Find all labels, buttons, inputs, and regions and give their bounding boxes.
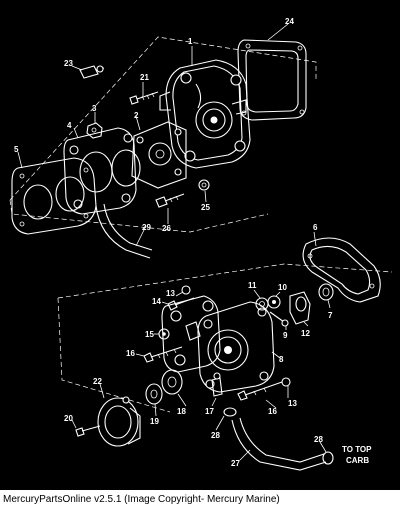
label-part-10: 10 <box>278 283 287 292</box>
label-part-4: 4 <box>67 121 72 130</box>
ring-19 <box>145 383 163 405</box>
clamp-28-right <box>322 451 334 465</box>
fuel-pump-body-1 <box>159 59 251 169</box>
pump-housing-block <box>161 295 221 373</box>
label-part-2: 2 <box>134 111 139 120</box>
cover-22 <box>97 396 141 447</box>
label-part-17: 17 <box>205 407 214 416</box>
note-to-top-carb-line2: CARB <box>346 456 369 465</box>
label-part-5: 5 <box>14 145 19 154</box>
label-part-25: 25 <box>201 203 210 212</box>
label-part-3: 3 <box>92 104 97 113</box>
fuel-pump-lower-body-8 <box>197 301 275 393</box>
valve-body-4 <box>63 127 141 215</box>
washer-13-right <box>281 377 291 387</box>
label-part-29: 29 <box>142 223 151 232</box>
clamp-28-left <box>223 407 237 417</box>
exploded-parts-diagram: 1 2 3 4 5 6 7 8 9 10 11 12 13 13 14 15 1… <box>9 17 393 471</box>
fitting-23 <box>79 65 105 79</box>
label-part-28-left: 28 <box>211 431 220 440</box>
label-part-1: 1 <box>188 37 193 46</box>
diaphragm-plate-2 <box>131 121 187 189</box>
label-part-18: 18 <box>177 407 186 416</box>
label-part-23: 23 <box>64 59 73 68</box>
label-part-20: 20 <box>64 414 73 423</box>
label-part-9: 9 <box>283 331 288 340</box>
hose-29 <box>95 203 153 259</box>
label-part-21: 21 <box>140 73 149 82</box>
nut-15 <box>158 328 170 340</box>
hose-27 <box>231 417 327 471</box>
upper-assembly <box>9 23 317 259</box>
label-part-16-left: 16 <box>126 349 135 358</box>
label-part-22: 22 <box>93 377 102 386</box>
label-part-6: 6 <box>313 223 318 232</box>
label-part-13-upper: 13 <box>166 289 175 298</box>
cap-fitting-12 <box>289 291 311 325</box>
part-labels: 1 2 3 4 5 6 7 8 9 10 11 12 13 13 14 15 1… <box>14 17 372 468</box>
nut-10 <box>267 295 281 309</box>
screw-20 <box>75 425 101 437</box>
label-part-16-right: 16 <box>268 407 277 416</box>
screw-14 <box>167 297 195 311</box>
image-copyright-caption: MercuryPartsOnline v2.5.1 (Image Copyrig… <box>0 490 400 509</box>
cover-gasket-24 <box>237 39 307 121</box>
screw-26 <box>155 193 185 208</box>
fitting-17 <box>211 372 223 397</box>
label-part-14: 14 <box>152 297 161 306</box>
valve-gasket-5 <box>11 157 97 235</box>
label-part-28-right: 28 <box>314 435 323 444</box>
lock-washer-25 <box>198 179 210 191</box>
label-part-26: 26 <box>162 224 171 233</box>
screw-21 <box>129 91 159 105</box>
label-part-24: 24 <box>285 17 294 26</box>
label-part-11: 11 <box>248 281 257 290</box>
label-part-27: 27 <box>231 459 240 468</box>
gasket-6 <box>302 237 381 303</box>
label-part-12: 12 <box>301 329 310 338</box>
nut-3 <box>86 120 103 139</box>
label-part-19: 19 <box>150 417 159 426</box>
long-screw-16-right <box>237 381 283 401</box>
screw-9 <box>269 311 289 327</box>
label-part-15: 15 <box>145 330 154 339</box>
label-part-7: 7 <box>328 311 333 320</box>
label-part-8: 8 <box>279 355 284 364</box>
long-screw-16-left <box>143 346 183 363</box>
lower-assembly <box>57 231 393 471</box>
washer-13-upper <box>181 285 191 295</box>
label-part-13-lower: 13 <box>288 399 297 408</box>
o-ring-7 <box>318 283 334 301</box>
disc-18 <box>161 369 183 395</box>
note-to-top-carb-line1: TO TOP <box>342 445 372 454</box>
